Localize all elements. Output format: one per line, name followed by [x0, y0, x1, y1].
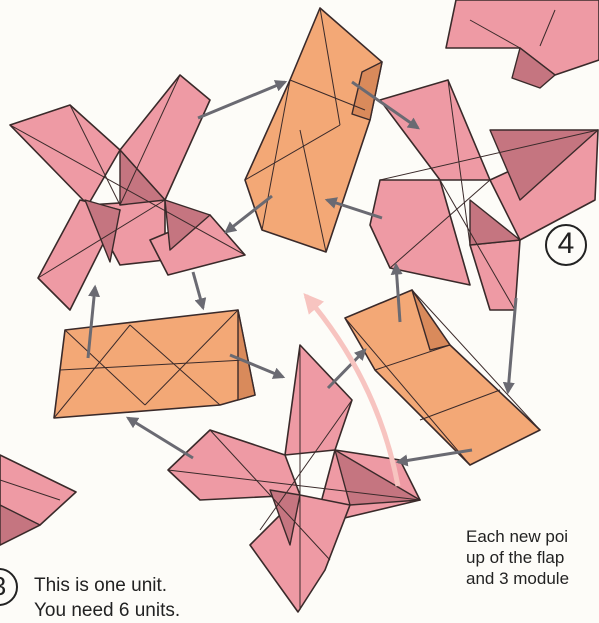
caption-line-1: Each new poi: [466, 526, 568, 547]
arrow-1: [198, 82, 285, 118]
step-3-line-2: You need 6 units.: [34, 598, 180, 623]
arrow-10: [508, 298, 516, 392]
partial-unit-top-right: [446, 0, 599, 88]
caption-line-3: and 3 module: [466, 568, 569, 589]
caption-line-2: up of the flap: [466, 547, 564, 568]
orange-unit-top: [245, 8, 382, 252]
step-number-badge: 4: [545, 224, 587, 266]
pink-unit-right: [370, 80, 598, 310]
step-3-line-1: This is one unit.: [34, 573, 180, 598]
arrow-5: [193, 272, 203, 308]
orange-unit-right: [345, 290, 540, 465]
orange-unit-left: [54, 310, 255, 418]
partial-unit-left: [0, 455, 76, 545]
arrow-12: [128, 418, 193, 458]
pink-unit-left: [10, 75, 245, 310]
